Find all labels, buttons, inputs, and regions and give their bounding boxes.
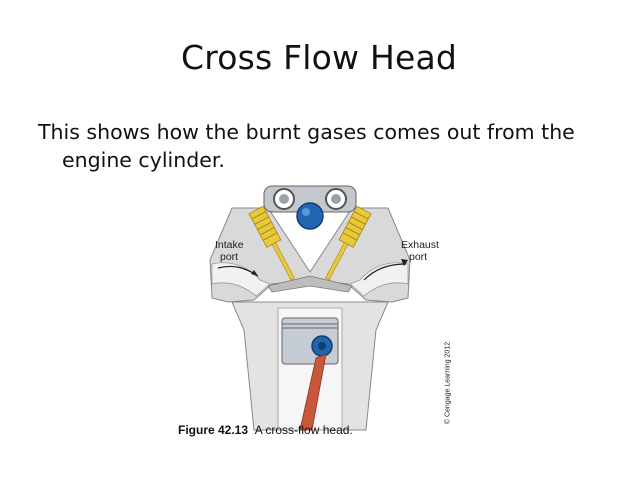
caption-number: Figure 42.13	[178, 423, 249, 437]
exhaust-valve	[325, 205, 372, 281]
exhaust-label-line-2: port	[409, 251, 428, 263]
slide-title: Cross Flow Head	[180, 38, 458, 77]
intake-label-line-1: Intake	[215, 239, 244, 251]
exhaust-port-label: Exhaust port	[401, 239, 439, 263]
combustion-chamber	[267, 275, 353, 293]
connecting-rod	[299, 353, 327, 431]
intake-port-label: Intake port	[215, 239, 244, 263]
cross-flow-head-diagram	[209, 185, 411, 431]
exhaust-flow-arrow	[363, 263, 407, 281]
figure-caption: Figure 42.13 A cross-flow head.	[178, 423, 353, 437]
caption-text: A cross-flow head.	[254, 423, 353, 437]
body-line-2: engine cylinder.	[62, 148, 225, 172]
exhaust-port	[349, 262, 409, 297]
intake-valve	[248, 205, 295, 281]
exhaust-label-line-1: Exhaust	[401, 239, 439, 251]
copyright-text: © Cengage Learning 2012	[444, 341, 452, 425]
body-text: This shows how the burnt gases comes out…	[38, 118, 598, 174]
copyright-notice: © Cengage Learning 2012	[441, 335, 455, 431]
intake-port	[211, 262, 271, 297]
intake-label-line-2: port	[220, 251, 239, 263]
body-line-1: This shows how the burnt gases comes out…	[38, 120, 575, 144]
camshaft	[296, 202, 324, 230]
